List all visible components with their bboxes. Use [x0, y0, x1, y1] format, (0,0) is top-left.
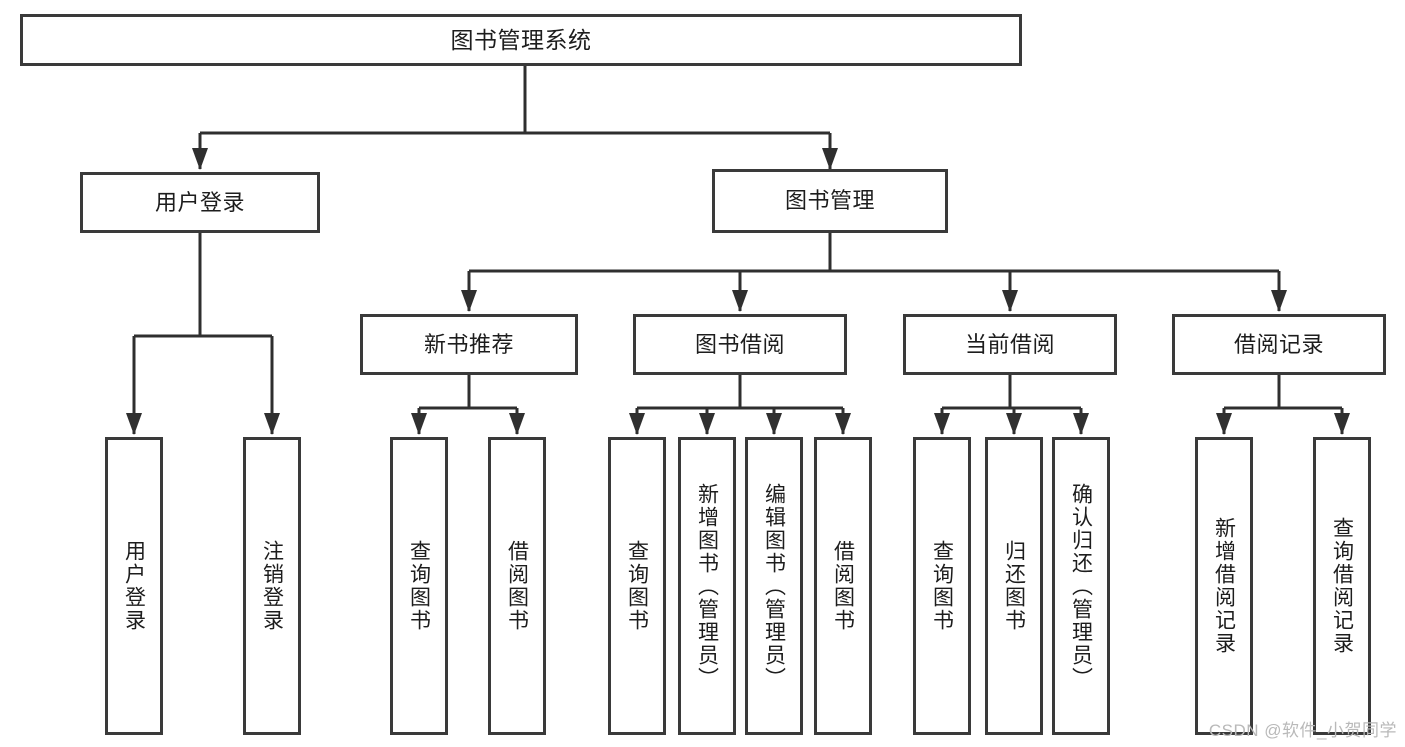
node-label-leaf_add_book: 新增图书（管理员） — [695, 482, 719, 690]
arrowhead-user_login-to-leaf_user_login — [126, 413, 142, 435]
node-leaf_borrow_book_2: 借阅图书 — [814, 437, 872, 735]
node-leaf_add_book: 新增图书（管理员） — [678, 437, 736, 735]
arrowhead-new_book_rec-to-leaf_query_book_1 — [411, 413, 427, 435]
arrowhead-current_borrow-to-leaf_query_book_3 — [934, 413, 950, 435]
arrowhead-root-to-book_mgmt — [822, 148, 838, 170]
node-book_mgmt: 图书管理 — [712, 169, 948, 233]
arrowhead-user_login-to-leaf_logout — [264, 413, 280, 435]
arrowhead-borrow_record-to-leaf_add_record — [1216, 413, 1232, 435]
node-leaf_edit_book: 编辑图书（管理员） — [745, 437, 803, 735]
arrowhead-book_borrow-to-leaf_query_book_2 — [629, 413, 645, 435]
arrowhead-book_mgmt-to-book_borrow — [732, 290, 748, 312]
node-leaf_logout: 注销登录 — [243, 437, 301, 735]
node-label-root: 图书管理系统 — [450, 26, 592, 53]
node-label-leaf_borrow_book_2: 借阅图书 — [831, 540, 855, 632]
node-leaf_query_book_2: 查询图书 — [608, 437, 666, 735]
node-borrow_record: 借阅记录 — [1172, 314, 1386, 375]
node-leaf_borrow_book_1: 借阅图书 — [488, 437, 546, 735]
node-leaf_add_record: 新增借阅记录 — [1195, 437, 1253, 735]
watermark: CSDN @软件_小贺同学 — [1208, 721, 1397, 740]
node-label-book_borrow: 图书借阅 — [694, 331, 785, 357]
node-label-leaf_logout: 注销登录 — [260, 540, 284, 632]
arrowhead-current_borrow-to-leaf_return_book — [1006, 413, 1022, 435]
node-label-current_borrow: 当前借阅 — [964, 331, 1055, 357]
node-leaf_return_book: 归还图书 — [985, 437, 1043, 735]
arrowhead-book_mgmt-to-new_book_rec — [461, 290, 477, 312]
node-label-new_book_rec: 新书推荐 — [423, 331, 514, 357]
node-label-user_login: 用户登录 — [154, 189, 245, 215]
node-current_borrow: 当前借阅 — [903, 314, 1117, 375]
arrowhead-book_borrow-to-leaf_borrow_book_2 — [835, 413, 851, 435]
node-leaf_user_login: 用户登录 — [105, 437, 163, 735]
arrowhead-new_book_rec-to-leaf_borrow_book_1 — [509, 413, 525, 435]
node-label-book_mgmt: 图书管理 — [784, 188, 875, 214]
node-label-leaf_query_record: 查询借阅记录 — [1330, 517, 1354, 655]
node-leaf_query_book_1: 查询图书 — [390, 437, 448, 735]
arrowhead-book_borrow-to-leaf_add_book — [699, 413, 715, 435]
node-label-leaf_user_login: 用户登录 — [122, 540, 146, 632]
node-new_book_rec: 新书推荐 — [360, 314, 578, 375]
node-label-leaf_return_book: 归还图书 — [1002, 540, 1026, 632]
node-label-leaf_query_book_1: 查询图书 — [407, 540, 431, 632]
arrowhead-current_borrow-to-leaf_confirm_return — [1073, 413, 1089, 435]
node-label-borrow_record: 借阅记录 — [1233, 331, 1324, 357]
node-user_login: 用户登录 — [80, 172, 320, 233]
arrowhead-root-to-user_login — [192, 148, 208, 170]
node-leaf_query_record: 查询借阅记录 — [1313, 437, 1371, 735]
node-label-leaf_borrow_book_1: 借阅图书 — [505, 540, 529, 632]
node-label-leaf_query_book_2: 查询图书 — [625, 540, 649, 632]
node-book_borrow: 图书借阅 — [633, 314, 847, 375]
node-label-leaf_edit_book: 编辑图书（管理员） — [762, 482, 786, 690]
node-root: 图书管理系统 — [20, 14, 1022, 66]
arrowhead-book_mgmt-to-current_borrow — [1002, 290, 1018, 312]
node-leaf_confirm_return: 确认归还（管理员） — [1052, 437, 1110, 735]
arrowhead-book_borrow-to-leaf_edit_book — [766, 413, 782, 435]
arrowhead-book_mgmt-to-borrow_record — [1271, 290, 1287, 312]
node-leaf_query_book_3: 查询图书 — [913, 437, 971, 735]
arrowhead-borrow_record-to-leaf_query_record — [1334, 413, 1350, 435]
node-label-leaf_add_record: 新增借阅记录 — [1212, 517, 1236, 655]
node-label-leaf_confirm_return: 确认归还（管理员） — [1069, 482, 1093, 690]
node-label-leaf_query_book_3: 查询图书 — [930, 540, 954, 632]
